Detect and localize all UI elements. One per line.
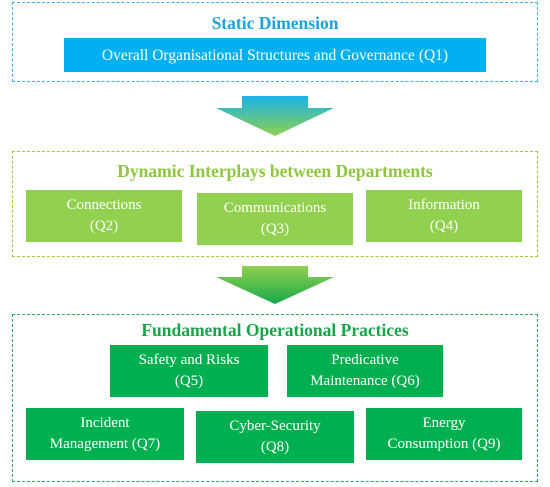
safety-risks-label: Safety and Risks (Q5): [138, 352, 240, 389]
predicative-maintenance-box: Predicative Maintenance (Q6): [287, 345, 443, 397]
energy-consumption-box: Energy Consumption (Q9): [366, 408, 522, 460]
incident-management-box: Incident Management (Q7): [26, 408, 184, 460]
static-dimension-section: Static Dimension: [12, 2, 538, 82]
information-box: Information (Q4): [366, 190, 522, 242]
predicative-maintenance-label: Predicative Maintenance (Q6): [310, 352, 420, 389]
organisational-structures-box: Overall Organisational Structures and Go…: [64, 38, 486, 72]
communications-label: Communications (Q3): [223, 200, 327, 237]
cyber-security-box: Cyber-Security (Q8): [196, 411, 354, 463]
energy-consumption-label: Energy Consumption (Q9): [387, 415, 501, 452]
organisational-structures-label: Overall Organisational Structures and Go…: [101, 46, 449, 64]
operational-practices-title: Fundamental Operational Practices: [141, 320, 409, 340]
connections-box: Connections (Q2): [26, 190, 182, 242]
cyber-security-label: Cyber-Security (Q8): [229, 418, 321, 455]
communications-box: Communications (Q3): [197, 193, 353, 245]
safety-risks-box: Safety and Risks (Q5): [110, 345, 268, 397]
down-arrow-2: [216, 266, 334, 304]
dynamic-interplays-section: Dynamic Interplays between Departments: [12, 151, 538, 257]
operational-practices-section: Fundamental Operational Practices: [12, 314, 538, 482]
information-label: Information (Q4): [408, 197, 480, 234]
connections-label: Connections (Q2): [66, 197, 142, 234]
static-dimension-title: Static Dimension: [211, 13, 339, 33]
incident-management-label: Incident Management (Q7): [49, 415, 161, 452]
down-arrow-1: [216, 96, 334, 136]
dynamic-interplays-title: Dynamic Interplays between Departments: [117, 161, 433, 181]
